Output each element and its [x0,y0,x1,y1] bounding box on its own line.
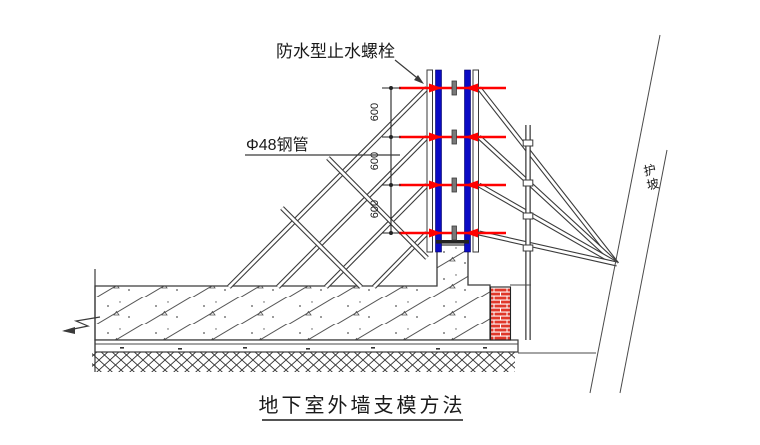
scaffold-brace [276,135,429,289]
scaffold-brace [477,182,619,267]
scaffold-brace [227,86,429,289]
tie-bolts [399,80,506,241]
waler-left [426,69,433,253]
scaffold-brace [280,206,363,289]
dim-label-600: 600 [369,103,381,121]
annotation-steel-pipe: Φ48钢管 [245,136,400,156]
steel-pipe-label: Φ48钢管 [246,136,309,154]
tie-bolt-row [399,225,506,241]
break-mark-icon [62,269,101,372]
scaffold-brace [326,156,429,260]
scaffold-brace [477,135,619,266]
scaffold-brace [372,231,429,289]
tie-bolt-row [399,129,506,145]
diagram-title: 地下室外墙支模方法 [259,394,466,421]
wall-formwork [426,69,479,253]
slope-lines [510,34,668,394]
annotation-slope: 护坡 [640,162,660,193]
dim-label-600: 600 [369,152,381,170]
kicker-plate [436,240,469,244]
tie-bolt-row [399,177,506,193]
leader-arrow-icon [414,75,424,84]
brick-protection-wall [489,286,512,341]
slope-label: 护坡 [640,162,660,193]
tie-bolt-row [399,80,506,96]
dim-label-600: 600 [369,200,381,218]
scaffold-brace [477,86,619,266]
scaffold-post [522,125,534,340]
formwork-panel-left [435,69,442,253]
title-text: 地下室外墙支模方法 [259,394,466,417]
annotation-waterstop-bolt: 防水型止水螺栓 [276,42,424,84]
waterstop-bolt-label: 防水型止水螺栓 [276,42,395,61]
gravel-layer [92,352,515,372]
scaffold-brace [478,230,618,267]
dimension-line: 600 600 600 [369,86,401,235]
blinding-layer [94,339,519,353]
formwork-panel-right [464,69,471,253]
waler-right [472,69,479,253]
scaffold-braces-right [477,86,619,267]
scaffold-lattice-left [227,86,429,289]
concrete-slab [94,244,491,341]
